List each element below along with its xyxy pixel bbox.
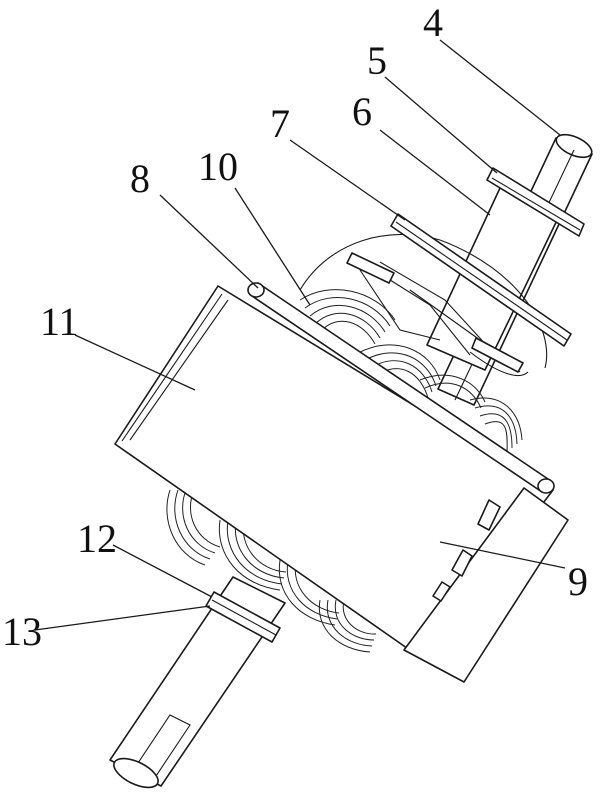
- callout-10: 10: [198, 144, 238, 189]
- top-rod: [247, 282, 555, 494]
- callout-11: 11: [40, 299, 79, 344]
- lower-coil-windings: [166, 489, 377, 653]
- callout-5: 5: [367, 38, 387, 83]
- callout-4: 4: [423, 0, 443, 45]
- callout-13: 13: [2, 609, 42, 654]
- brush-holder-plate: [390, 213, 572, 347]
- leader-lines: [34, 39, 566, 631]
- lower-shaft: [109, 576, 286, 789]
- callout-8: 8: [130, 156, 150, 201]
- commutator-cage: [299, 233, 548, 377]
- lower-collar: [205, 591, 281, 643]
- shaft-sleeve: [426, 187, 561, 371]
- callout-6: 6: [352, 89, 372, 134]
- callout-labels: 4 5 6 7 8 10 11 12 9 13: [2, 0, 588, 654]
- callout-7: 7: [270, 101, 290, 146]
- upper-collar-disc: [486, 167, 585, 237]
- callout-12: 12: [77, 516, 117, 561]
- end-plate: [403, 487, 569, 683]
- callout-9: 9: [568, 559, 588, 604]
